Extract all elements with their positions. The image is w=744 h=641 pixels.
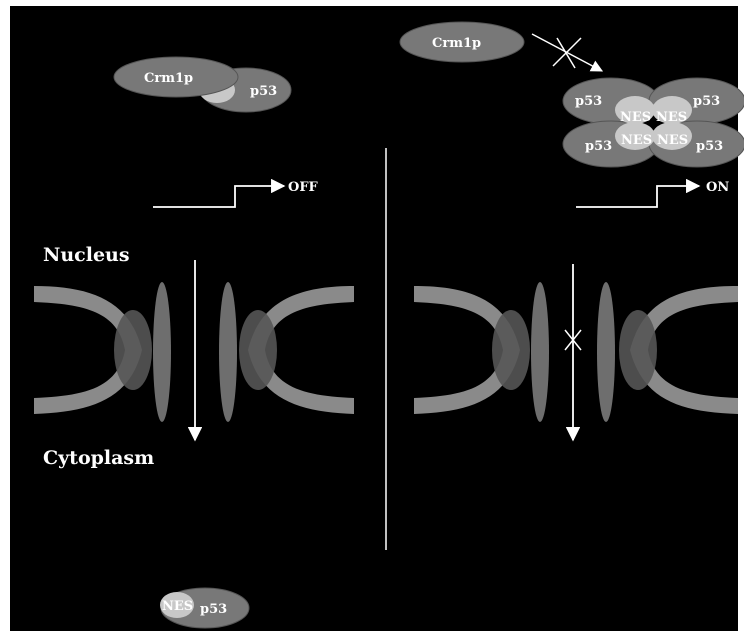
- pore-ring: [114, 310, 152, 390]
- off-label: OFF: [288, 180, 319, 195]
- p53-label: p53: [585, 139, 612, 154]
- p53-label: p53: [200, 602, 227, 617]
- pore-plate: [597, 282, 615, 422]
- nes-label: NES: [162, 599, 193, 614]
- p53-label: p53: [696, 139, 723, 154]
- crm1p-label: Crm1p: [144, 71, 193, 86]
- pore-plate: [531, 282, 549, 422]
- nucleus-label: Nucleus: [43, 244, 130, 266]
- p53-label: p53: [575, 94, 602, 109]
- p53-label: p53: [250, 84, 277, 99]
- nes-label: NES: [656, 110, 687, 125]
- exported-p53: NES p53: [160, 588, 249, 628]
- nes-label: NES: [657, 133, 688, 148]
- pore-plate: [219, 282, 237, 422]
- p53-label: p53: [693, 94, 720, 109]
- nes-label: NES: [621, 133, 652, 148]
- pore-ring: [239, 310, 277, 390]
- pore-plate: [153, 282, 171, 422]
- cytoplasm-label: Cytoplasm: [43, 447, 154, 469]
- pore-ring: [492, 310, 530, 390]
- crm1p-label: Crm1p: [432, 36, 481, 51]
- nes-label: NES: [620, 110, 651, 125]
- on-label: ON: [706, 180, 729, 195]
- right-free-crm1p: Crm1p: [400, 22, 524, 62]
- pore-ring: [619, 310, 657, 390]
